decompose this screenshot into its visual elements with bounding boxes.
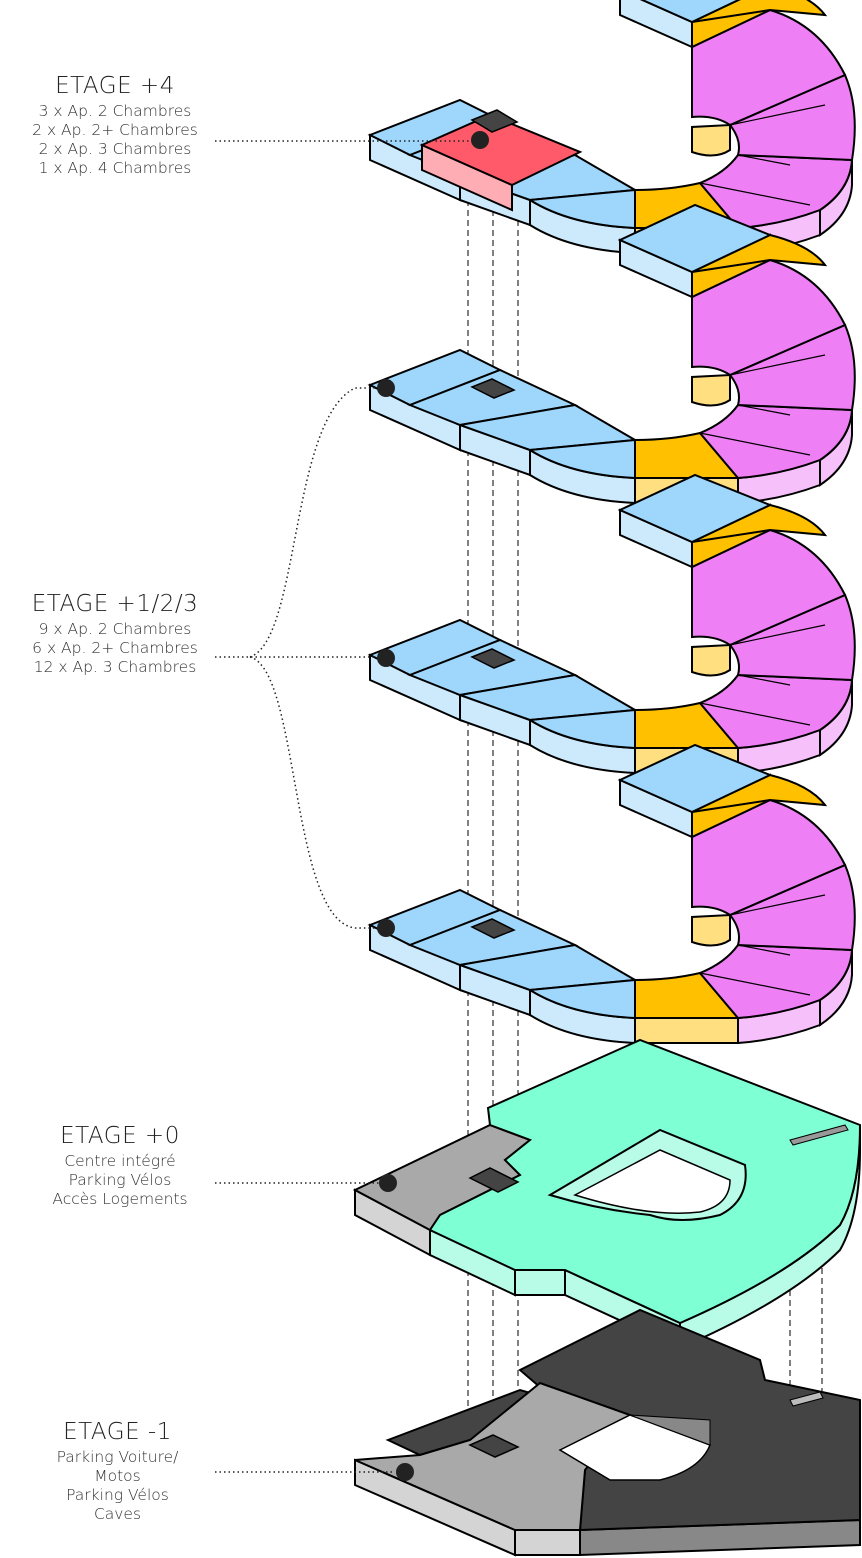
etage-minus-1-line-2: Motos xyxy=(94,1466,141,1485)
etage-minus-1-line-3: Parking Vélos xyxy=(66,1485,169,1504)
etage-123-line-3: 12 x Ap. 3 Chambres xyxy=(33,657,197,676)
etage-123-line-1: 9 x Ap. 2 Chambres xyxy=(38,620,192,639)
label-etage-0: ETAGE +0 Centre intégré Parking Vélos Ac… xyxy=(25,1122,215,1209)
floor-etage-4 xyxy=(369,0,856,254)
etage-minus-1-line-4: Caves xyxy=(93,1504,142,1523)
label-etage-minus-1: ETAGE -1 Parking Voiture/ Motos Parking … xyxy=(20,1418,215,1524)
label-etage-1-2-3: ETAGE +1/2/3 9 x Ap. 2 Chambres 6 x Ap. … xyxy=(10,590,220,677)
floor-etage-2 xyxy=(369,474,856,774)
floor-etage-minus-1 xyxy=(354,1308,861,1557)
etage-4-line-3: 2 x Ap. 3 Chambres xyxy=(38,139,192,158)
floor-etage-1 xyxy=(369,744,856,1044)
etage-minus-1-line-1: Parking Voiture/ xyxy=(56,1448,179,1467)
etage-0-title: ETAGE +0 xyxy=(60,1123,180,1149)
label-etage-4: ETAGE +4 3 x Ap. 2 Chambres 2 x Ap. 2+ C… xyxy=(15,72,215,178)
etage-0-line-1: Centre intégré xyxy=(64,1152,176,1171)
etage-123-line-2: 6 x Ap. 2+ Chambres xyxy=(32,638,198,657)
etage-minus-1-title: ETAGE -1 xyxy=(63,1419,172,1445)
floor-etage-4-red-unit xyxy=(419,109,583,212)
leader-lines xyxy=(215,140,470,1473)
etage-0-line-2: Parking Vélos xyxy=(68,1170,172,1189)
etage-0-line-3: Accès Logements xyxy=(52,1189,188,1208)
etage-4-line-1: 3 x Ap. 2 Chambres xyxy=(38,102,192,121)
etage-4-line-2: 2 x Ap. 2+ Chambres xyxy=(32,120,198,139)
etage-123-title: ETAGE +1/2/3 xyxy=(31,591,199,617)
etage-4-line-4: 1 x Ap. 4 Chambres xyxy=(38,158,192,177)
etage-4-title: ETAGE +4 xyxy=(55,73,175,99)
floor-etage-3 xyxy=(369,204,856,504)
floor-etage-0 xyxy=(352,1038,862,1350)
